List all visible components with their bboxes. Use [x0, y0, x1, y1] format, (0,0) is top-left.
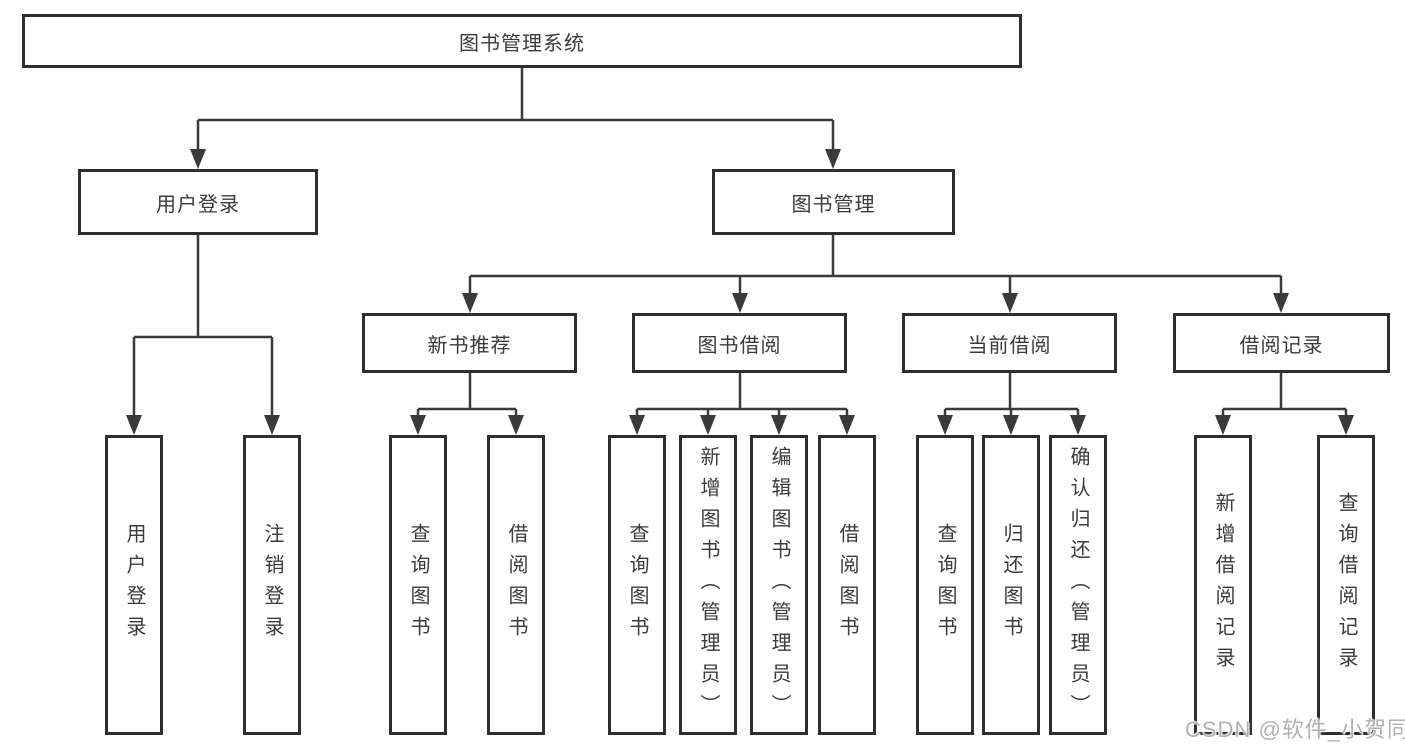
node-leaf-logout: 注销登录: [243, 435, 301, 735]
node-leaf-return-books: 归还图书: [982, 435, 1040, 735]
node-leaf-confirm-return-admin: 确认归还（管理员）: [1049, 435, 1107, 735]
node-current-borrowing-label: 当前借阅: [967, 334, 1052, 357]
node-book-management-label: 图书管理: [791, 193, 876, 216]
node-leaf-edit-books-admin-label: 编辑图书（管理员）: [768, 445, 790, 725]
node-leaf-query-books-borrow: 查询图书: [608, 435, 666, 735]
node-leaf-user-login-label: 用户登录: [123, 523, 145, 647]
node-leaf-query-books-current: 查询图书: [916, 435, 974, 735]
node-leaf-confirm-return-admin-label: 确认归还（管理员）: [1067, 445, 1089, 725]
node-borrowing-records-label: 借阅记录: [1239, 334, 1324, 357]
node-user-login-label: 用户登录: [156, 193, 240, 216]
node-leaf-query-books-newbook-label: 查询图书: [407, 523, 429, 647]
node-user-login: 用户登录: [78, 169, 318, 235]
node-leaf-add-books-admin-label: 新增图书（管理员）: [697, 445, 719, 725]
node-leaf-add-borrow-record: 新增借阅记录: [1194, 435, 1252, 735]
node-book-borrowing-label: 图书借阅: [697, 334, 782, 357]
node-leaf-add-books-admin: 新增图书（管理员）: [679, 435, 737, 735]
node-leaf-edit-books-admin: 编辑图书（管理员）: [750, 435, 808, 735]
node-leaf-query-books-current-label: 查询图书: [934, 523, 956, 647]
node-root-label: 图书管理系统: [459, 32, 585, 55]
csdn-watermark: CSDN @软件_小贺同学: [1185, 717, 1405, 742]
node-book-management: 图书管理: [712, 169, 955, 235]
node-leaf-borrow-books-newbook-label: 借阅图书: [505, 523, 527, 647]
node-leaf-query-books-newbook: 查询图书: [389, 435, 447, 735]
node-current-borrowing: 当前借阅: [902, 313, 1117, 373]
node-new-book-recommendation-label: 新书推荐: [427, 334, 512, 357]
connector-paths: [132, 68, 1348, 419]
node-leaf-logout-label: 注销登录: [261, 523, 283, 647]
node-leaf-borrow-books-label: 借阅图书: [836, 523, 858, 647]
node-leaf-borrow-books-newbook: 借阅图书: [487, 435, 545, 735]
node-leaf-query-borrow-record-label: 查询借阅记录: [1335, 492, 1357, 678]
node-leaf-borrow-books: 借阅图书: [818, 435, 876, 735]
node-leaf-return-books-label: 归还图书: [1000, 523, 1022, 647]
node-leaf-query-borrow-record: 查询借阅记录: [1317, 435, 1375, 735]
node-leaf-add-borrow-record-label: 新增借阅记录: [1212, 492, 1234, 678]
arrowheads: [126, 149, 1354, 435]
node-new-book-recommendation: 新书推荐: [362, 313, 577, 373]
node-root-system: 图书管理系统: [22, 14, 1022, 68]
node-leaf-query-books-borrow-label: 查询图书: [626, 523, 648, 647]
node-book-borrowing: 图书借阅: [632, 313, 847, 373]
node-leaf-user-login: 用户登录: [105, 435, 163, 735]
node-borrowing-records: 借阅记录: [1173, 313, 1390, 373]
